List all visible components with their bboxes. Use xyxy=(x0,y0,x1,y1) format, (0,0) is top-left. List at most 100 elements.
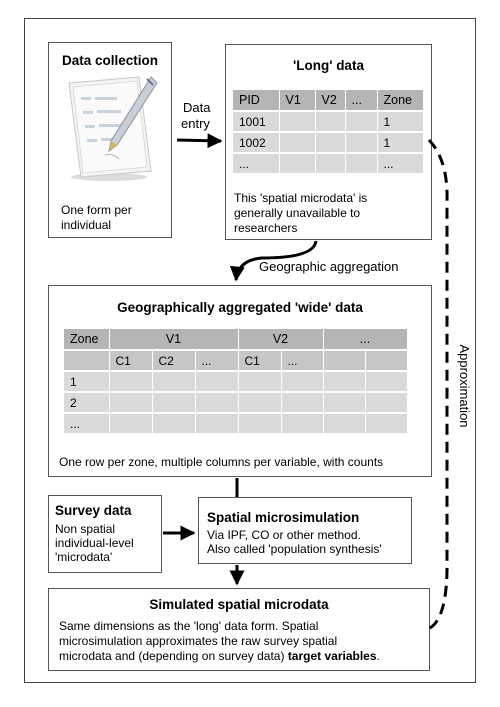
table-cell: ... xyxy=(377,153,424,175)
column-header: V1 xyxy=(279,90,316,112)
column-subheader xyxy=(64,350,110,372)
long-data-box: 'Long' data PID V1 V2 ... Zone 1001 1 10… xyxy=(225,44,432,240)
table-cell xyxy=(195,392,239,414)
long-data-title: 'Long' data xyxy=(293,58,364,73)
table-row: ... xyxy=(64,413,408,435)
table-cell xyxy=(345,111,378,133)
simulated-microdata-title: Simulated spatial microdata xyxy=(149,597,329,612)
data-collection-title: Data collection xyxy=(61,53,159,68)
paper-form-pen-icon xyxy=(68,76,158,181)
simulated-microdata-line-3: microdata and (depending on survey data)… xyxy=(59,649,380,663)
column-subheader: ... xyxy=(195,350,239,372)
survey-data-title: Survey data xyxy=(55,503,132,518)
table-row: 2 xyxy=(64,392,408,414)
table-cell xyxy=(195,413,239,435)
column-subheader xyxy=(365,350,408,372)
table-cell: ... xyxy=(233,153,280,175)
table-cell: 1 xyxy=(64,371,110,393)
data-entry-label-1: Data xyxy=(183,100,211,115)
table-cell xyxy=(365,392,408,414)
table-cell xyxy=(238,413,282,435)
table-cell xyxy=(109,371,153,393)
table-row: 1 xyxy=(64,371,408,393)
wide-data-note: One row per zone, multiple columns per v… xyxy=(59,455,384,469)
table-cell xyxy=(365,413,408,435)
simulated-microdata-line-3-end: . xyxy=(376,649,380,663)
data-entry-label-2: entry xyxy=(181,116,210,131)
simulated-microdata-line-2: microsimulation approximates the raw sur… xyxy=(59,634,338,648)
target-variables-text: target variables xyxy=(287,649,377,663)
diagram-frame xyxy=(24,18,476,683)
table-row: ... ... xyxy=(233,153,424,175)
survey-data-line-3: 'microdata' xyxy=(55,550,113,564)
table-cell xyxy=(315,153,346,175)
table-cell xyxy=(152,371,196,393)
data-collection-caption-2: individual xyxy=(61,218,112,232)
spatial-microsimulation-line-1: Via IPF, CO or other method. xyxy=(207,528,361,542)
table-cell xyxy=(281,371,324,393)
wide-data-box: Geographically aggregated 'wide' data Zo… xyxy=(48,285,432,477)
table-cell xyxy=(323,413,366,435)
column-subheader xyxy=(323,350,366,372)
approximation-dashed-curve xyxy=(427,138,449,631)
table-cell xyxy=(152,392,196,414)
spatial-microsimulation-line-2: Also called 'population synthesis' xyxy=(207,542,382,556)
table-cell: ... xyxy=(64,413,110,435)
simulated-microdata-line-1: Same dimensions as the 'long' data form.… xyxy=(59,619,319,633)
table-cell xyxy=(281,392,324,414)
table-row: 1002 1 xyxy=(233,132,424,154)
wide-data-title: Geographically aggregated 'wide' data xyxy=(117,300,363,315)
table-cell: 1002 xyxy=(233,132,280,154)
table-cell: 1 xyxy=(377,132,424,154)
table-cell xyxy=(323,392,366,414)
column-subheader: C2 xyxy=(152,350,196,372)
survey-data-line-2: individual-level xyxy=(55,536,134,550)
geographic-aggregation-arrow xyxy=(229,240,318,282)
table-header-row: PID V1 V2 ... Zone xyxy=(233,90,424,112)
table-cell xyxy=(315,132,346,154)
column-header: Zone xyxy=(377,90,424,112)
long-data-table: PID V1 V2 ... Zone 1001 1 1002 1 ... ... xyxy=(233,90,424,175)
table-cell: 1 xyxy=(377,111,424,133)
table-cell xyxy=(281,413,324,435)
table-header-row: Zone V1 V2 ... xyxy=(64,329,408,351)
column-header: V1 xyxy=(109,329,239,351)
wide-data-table: Zone V1 V2 ... C1 C2 ... C1 ... 1 2 xyxy=(64,329,408,435)
geographic-aggregation-label: Geographic aggregation xyxy=(259,259,399,274)
column-subheader: ... xyxy=(281,350,324,372)
survey-data-box: Survey data Non spatial individual-level… xyxy=(48,495,162,573)
table-cell xyxy=(315,111,346,133)
column-header: V2 xyxy=(238,329,324,351)
table-cell: 2 xyxy=(64,392,110,414)
column-header: ... xyxy=(323,329,408,351)
table-subheader-row: C1 C2 ... C1 ... xyxy=(64,350,408,372)
data-collection-caption-1: One form per xyxy=(61,203,132,217)
column-header: PID xyxy=(233,90,280,112)
table-cell xyxy=(238,392,282,414)
column-header: ... xyxy=(345,90,378,112)
table-cell xyxy=(109,413,153,435)
survey-data-line-1: Non spatial xyxy=(55,522,116,536)
simulated-microdata-line-3-text: microdata and (depending on survey data) xyxy=(59,649,288,663)
table-cell xyxy=(345,132,378,154)
long-data-note-2: generally unavailable to xyxy=(234,206,361,220)
spatial-microsimulation-box: Spatial microsimulation Via IPF, CO or o… xyxy=(198,497,412,564)
table-cell xyxy=(109,392,153,414)
table-cell: 1001 xyxy=(233,111,280,133)
column-header: Zone xyxy=(64,329,110,351)
long-data-note-3: researchers xyxy=(234,221,298,235)
table-cell xyxy=(152,413,196,435)
table-cell xyxy=(195,371,239,393)
table-cell xyxy=(323,371,366,393)
column-subheader: C1 xyxy=(238,350,282,372)
table-cell xyxy=(279,111,316,133)
column-subheader: C1 xyxy=(109,350,153,372)
table-cell xyxy=(365,371,408,393)
data-collection-box: Data collection One form per individual xyxy=(48,42,172,238)
table-cell xyxy=(238,371,282,393)
data-entry-arrow xyxy=(176,133,223,149)
simulated-microdata-box: Simulated spatial microdata Same dimensi… xyxy=(48,588,430,671)
table-row: 1001 1 xyxy=(233,111,424,133)
table-cell xyxy=(279,132,316,154)
